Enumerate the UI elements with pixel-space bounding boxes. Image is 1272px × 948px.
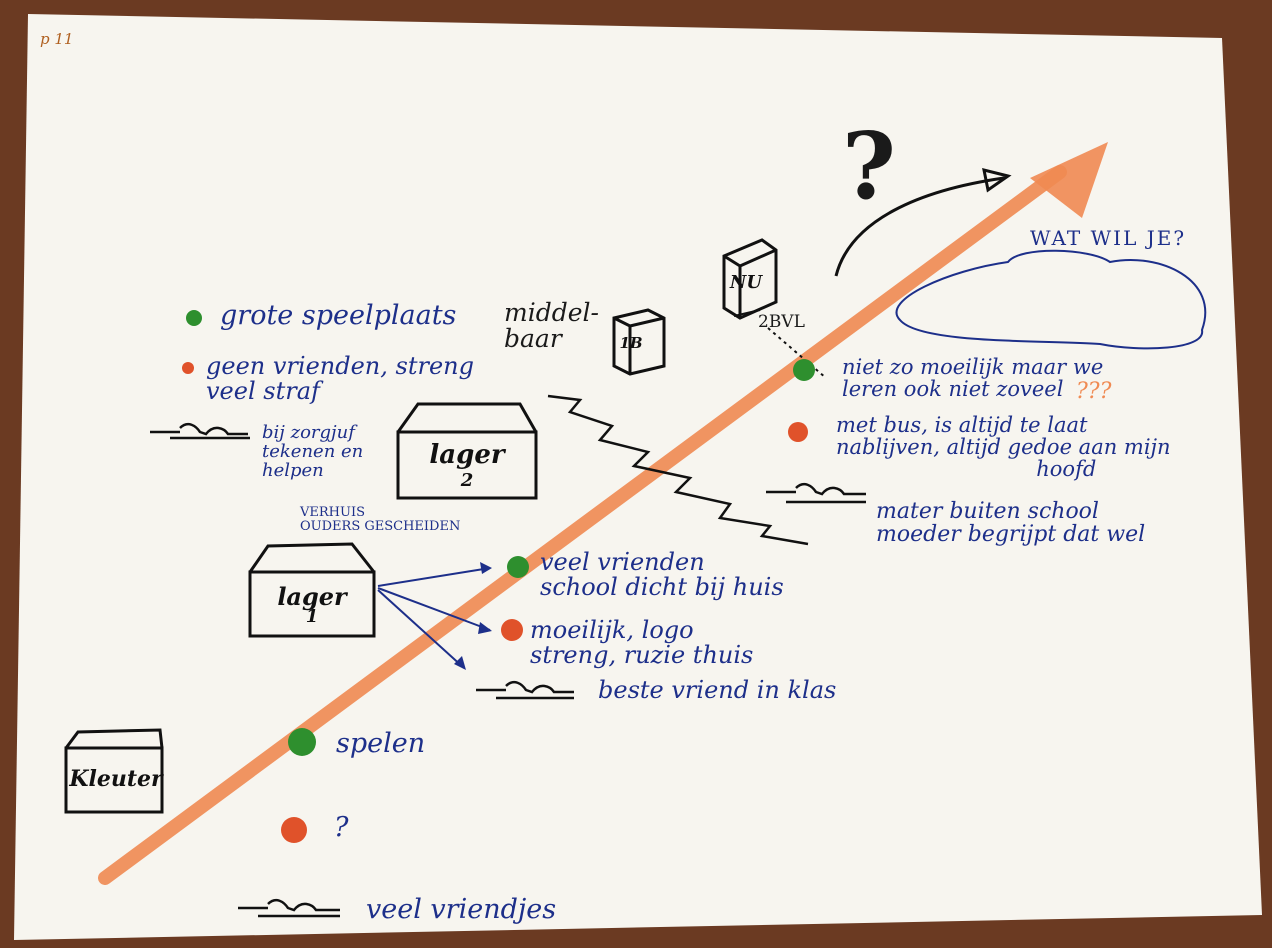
lager1-arrow-3-head — [454, 656, 466, 670]
lager1-arrow-2-head — [478, 622, 492, 634]
nu-label: NU — [729, 272, 763, 293]
nu-orange-note: met bus, is altijd te laat nablijven, al… — [836, 413, 1171, 482]
nu-underline — [733, 309, 761, 317]
handshake-icon — [150, 422, 250, 440]
green-dot-nu — [793, 359, 815, 381]
nu-cube — [722, 238, 778, 320]
nu-cube-edge — [723, 254, 741, 268]
2bvl-label: 2BVL — [758, 312, 805, 332]
page-number: p 11 — [40, 30, 74, 48]
orange-dot-nu — [788, 422, 808, 442]
nu-green-note: niet zo moeilijk maar we leren ook niet … — [842, 355, 1104, 402]
lager1-friends-note: beste vriend in klas — [598, 676, 837, 704]
green-dot-lager1 — [507, 556, 529, 578]
1b-cube-edge-3 — [629, 316, 665, 328]
kleuter-label: Kleuter — [69, 766, 163, 792]
future-cloud — [895, 249, 1207, 350]
kleuter-friends-note: veel vriendjes — [366, 894, 557, 925]
lager2-box-lid — [396, 402, 538, 433]
nu-cube-edge-3 — [739, 248, 777, 268]
lager2-green-note: grote speelplaats — [220, 300, 457, 331]
lager1-number: 1 — [305, 606, 319, 627]
timeline-arrow-shaft — [98, 165, 1067, 885]
handshake-icon — [476, 680, 574, 700]
kleuter-box-lid — [64, 728, 164, 749]
green-dot-lager2 — [186, 310, 202, 326]
nu-dotted-line — [767, 327, 827, 379]
lager1-arrow-3 — [377, 589, 465, 669]
1b-cube — [612, 308, 666, 376]
handshake-icon — [766, 482, 866, 504]
big-question-mark: ? — [842, 112, 896, 220]
future-curved-arrow-head — [982, 167, 1012, 193]
lager1-box — [248, 570, 376, 638]
orange-dot-lager1 — [501, 619, 523, 641]
middelbaar-label: middel- baar — [504, 298, 599, 354]
lager1-arrow-1 — [377, 567, 491, 587]
orange-dot-kleuter — [281, 817, 307, 843]
lager2-label: lager — [429, 440, 505, 470]
green-dot-kleuter — [288, 728, 316, 756]
orange-dot-lager2 — [182, 362, 194, 374]
nu-friends-note: mater buiten school moeder begrijpt dat … — [876, 499, 1146, 548]
1b-cube-edge — [613, 316, 631, 328]
lager2-orange-note: geen vrienden, streng veel straf — [206, 352, 474, 406]
lager1-orange-note: moeilijk, logo streng, ruzie thuis — [530, 616, 754, 670]
future-question: WAT WIL JE? — [1030, 226, 1187, 250]
lager1-green-note: veel vrienden school dicht bij huis — [540, 548, 784, 602]
kleuter-orange-note: ? — [334, 812, 349, 843]
future-curved-arrow — [834, 176, 1005, 277]
nu-question-marks: ??? — [1076, 379, 1112, 404]
move-note: VERHUIS OUDERS GESCHEIDEN — [300, 505, 461, 534]
lager1-box-lid — [248, 542, 376, 573]
lager1-label: lager — [277, 582, 347, 611]
1b-label: 1B — [619, 334, 643, 352]
kleuter-box — [64, 746, 164, 814]
lager1-arrow-2 — [377, 587, 491, 631]
kleuter-green-note: spelen — [336, 728, 426, 759]
lager2-box — [396, 430, 538, 500]
lager1-arrow-1-head — [480, 562, 492, 574]
lager2-friends-note: bij zorgjuf tekenen en helpen — [262, 422, 364, 481]
lager2-number: 2 — [460, 470, 474, 491]
staircase-line — [547, 394, 809, 546]
handshake-icon — [238, 898, 340, 918]
timeline-arrow-head — [1030, 142, 1108, 218]
